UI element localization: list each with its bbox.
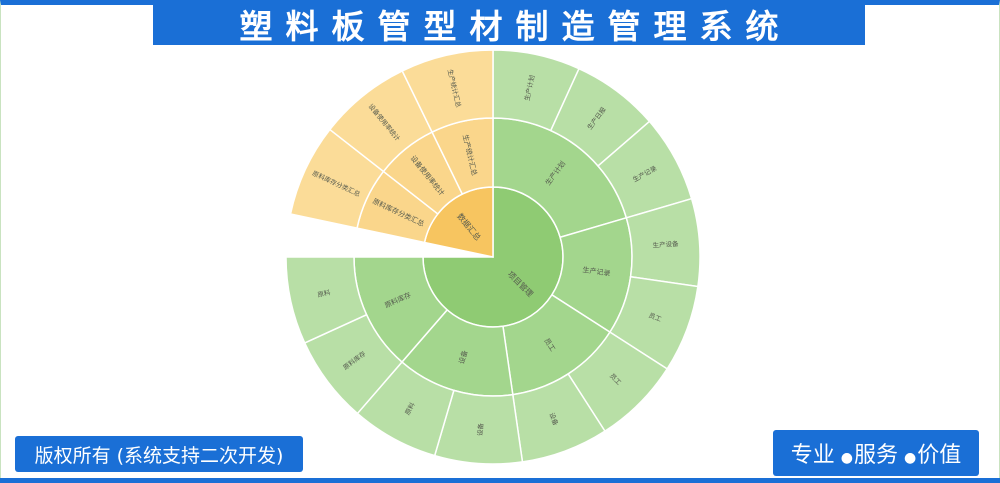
sunburst-segment[interactable]: 原料 — [285, 256, 368, 344]
sunburst-segment[interactable]: 生产计划 — [492, 49, 580, 132]
sunburst-segment[interactable]: 设备 — [511, 372, 606, 463]
sunburst-segment[interactable]: 生产统计汇总 — [401, 49, 494, 134]
slogan-word: 价值 — [917, 443, 962, 468]
sunburst-segment-label: 设备 — [547, 411, 560, 427]
copyright-text: 版权所有 (系统支持二次开发) — [34, 444, 284, 467]
bottom-bar — [0, 478, 1000, 483]
sunburst-segment-label: 生产记录 — [582, 265, 611, 278]
slogan-separator: ●价值 — [904, 443, 962, 468]
sunburst-segment[interactable]: 设备使用率统计 — [328, 69, 434, 173]
sunburst-segment-label: 设备 — [475, 422, 485, 436]
sunburst-segment-label: 设备 — [457, 349, 470, 365]
slogan-badge: 专业 ●服务 ●价值 — [773, 430, 979, 476]
slogan-word: 专业 — [790, 443, 835, 468]
sunburst-segment-shape[interactable] — [285, 256, 368, 344]
sunburst-segment-shape[interactable] — [401, 49, 494, 134]
sunburst-segment-label: 原料 — [317, 287, 332, 299]
sunburst-segment-label: 生产设备 — [652, 239, 679, 250]
page-title: 塑料板管型材制造管理系统 — [153, 3, 865, 46]
sunburst-segment[interactable]: 原料库存分类汇总 — [356, 170, 439, 244]
slogan-word: 服务 — [853, 443, 898, 468]
sunburst-segment[interactable]: 生产日报 — [549, 67, 651, 168]
copyright-badge: 版权所有 (系统支持二次开发) — [15, 436, 303, 472]
sunburst-segment[interactable]: 数据汇总 — [423, 186, 494, 258]
slogan-separator: ●服务 — [840, 443, 898, 468]
